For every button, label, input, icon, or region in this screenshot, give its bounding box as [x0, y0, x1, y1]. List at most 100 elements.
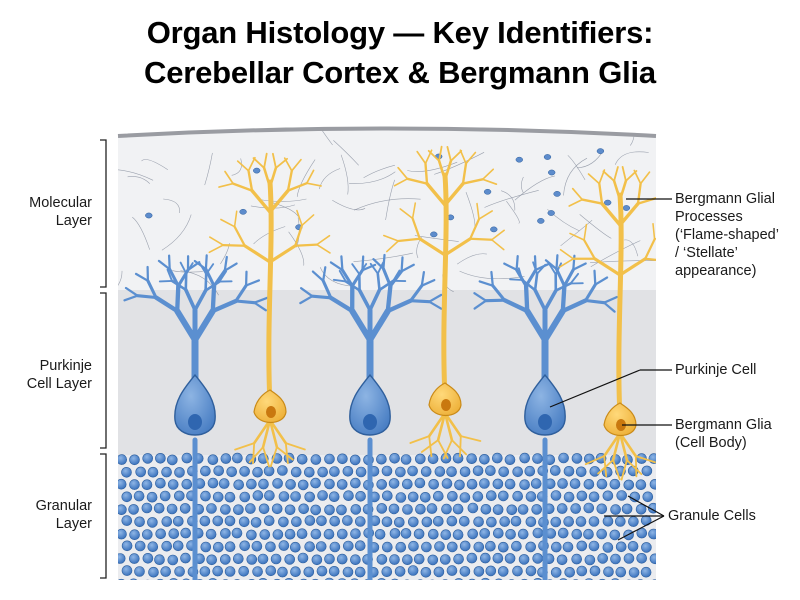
bergmann-process: [286, 169, 293, 192]
granule-cell: [635, 503, 647, 515]
bergmann-process: [612, 459, 621, 481]
granule-cell: [154, 578, 166, 580]
purkinje-dendrite: [376, 272, 381, 292]
granule-cell: [615, 566, 627, 578]
granule-cell: [147, 541, 159, 553]
granule-cell: [258, 478, 269, 490]
granule-cell: [563, 491, 575, 503]
bergmann-process: [252, 157, 266, 169]
granule-cell: [289, 541, 301, 553]
granule-cell: [473, 516, 484, 528]
granule-cell: [628, 567, 640, 578]
granule-cell: [277, 566, 288, 578]
purkinje-dendrite: [385, 283, 393, 314]
granule-cell: [121, 466, 132, 478]
granule-cell: [257, 577, 269, 580]
granule-cell: [467, 528, 479, 540]
granule-cell: [220, 554, 231, 565]
granule-cell: [415, 503, 426, 515]
bergmann-processes-line2: Processes: [675, 209, 743, 225]
granule-cell: [532, 577, 544, 580]
molecular-fiber: [579, 214, 612, 239]
granule-cell: [473, 541, 485, 553]
purkinje-dendrite: [357, 288, 372, 312]
granule-cell: [160, 566, 171, 577]
granule-cell: [118, 578, 127, 580]
granule-cell: [336, 528, 348, 540]
molecular-layer-label-line2: Layer: [55, 213, 92, 229]
purkinje-dendrite: [478, 280, 494, 287]
bergmann-process: [450, 439, 468, 456]
granule-cell: [401, 478, 413, 490]
bergmann-process: [618, 201, 640, 227]
bergmann-process: [269, 446, 278, 468]
bergmann-process: [491, 239, 505, 251]
granule-cell: [118, 478, 127, 490]
molecular-fiber: [349, 171, 396, 184]
granule-cell: [427, 528, 439, 540]
granule-cell: [530, 478, 542, 489]
granule-cell: [233, 504, 244, 516]
granule-cell: [284, 504, 296, 516]
granule-cell: [239, 540, 250, 552]
bergmann-process: [438, 145, 443, 162]
purkinje-bracket: [100, 292, 107, 449]
purkinje-dendrite: [253, 301, 268, 312]
bergmann-process: [428, 435, 433, 458]
granule-cell: [284, 528, 296, 540]
granule-cell: [648, 528, 656, 540]
granule-cell: [549, 465, 561, 476]
granule-cell: [309, 578, 321, 580]
granule-cell: [466, 453, 478, 465]
granule-cell: [609, 578, 621, 580]
granule-cell: [441, 478, 453, 489]
granule-cell: [447, 490, 458, 502]
granule-cell: [298, 503, 310, 515]
purkinje-dendrite: [555, 254, 559, 271]
purkinje-dendrite: [385, 298, 413, 314]
granule-cell: [563, 465, 575, 477]
bergmann-process: [469, 217, 481, 240]
granule-cell: [453, 553, 464, 565]
granule-cell: [220, 504, 231, 515]
granule-cell: [224, 515, 236, 527]
granule-cell: [238, 516, 250, 528]
bergmann-process: [236, 160, 250, 172]
granule-cell: [129, 553, 140, 564]
bergmann-process: [559, 258, 574, 268]
granule-cell: [349, 454, 361, 466]
granule-cell: [413, 553, 425, 565]
granule-cell: [181, 478, 193, 490]
bergmann-process: [286, 182, 308, 192]
bergmann-process: [252, 442, 256, 465]
bergmann-process: [316, 234, 331, 246]
bergmann-process: [583, 223, 588, 241]
bergmann-process: [411, 217, 421, 240]
bergmann-process: [443, 411, 454, 442]
purkinje-dendrite: [204, 254, 208, 271]
purkinje-dendrite: [400, 263, 415, 273]
granule-cell: [252, 566, 263, 577]
purkinje-dendrite: [382, 253, 386, 270]
purkinje-dendrite: [473, 299, 488, 310]
bergmann-nucleus: [441, 399, 451, 411]
granule-cell: [407, 565, 419, 576]
granule-cell: [571, 528, 583, 540]
granule-cell: [271, 578, 283, 580]
bergmann-process: [481, 168, 495, 181]
granule-cell: [621, 503, 633, 515]
bergmann-nucleus: [616, 419, 626, 431]
granule-cell: [504, 553, 516, 564]
granule-cell: [519, 479, 530, 491]
bergmann-process: [459, 435, 462, 458]
granule-cell: [328, 565, 340, 577]
granule-cell: [597, 553, 609, 564]
granule-cell: [199, 566, 211, 577]
bergmann-process: [657, 187, 667, 198]
granule-cell: [180, 552, 191, 564]
granule-cell: [246, 578, 257, 580]
purkinje-dendrite: [153, 295, 180, 314]
purkinje-soma: [349, 373, 391, 436]
granule-cell: [446, 466, 457, 478]
granule-cell: [258, 503, 270, 515]
